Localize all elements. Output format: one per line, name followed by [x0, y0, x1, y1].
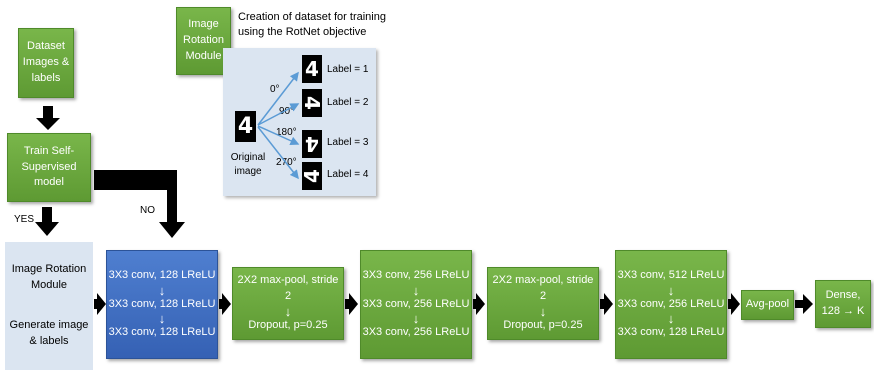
conv-block-1: 3X3 conv, 128 LReLU ↓ 3X3 conv, 128 LReL… — [106, 250, 218, 359]
rotation-label-4: Label = 4 — [327, 169, 369, 180]
arrow-block2-to-pool2 — [473, 293, 485, 315]
generate-text: Generate image & labels — [9, 319, 89, 347]
down-arrow-icon: ↓ — [539, 303, 547, 319]
down-arrow-icon: ↓ — [158, 311, 166, 327]
down-arrow-icon: ↓ — [667, 311, 675, 327]
pool-block-1-layer-1: 2X2 max-pool, stride 2 — [237, 274, 339, 303]
angle-90: 90° — [279, 106, 295, 117]
conv-block-2-layer-3: 3X3 conv, 256 LReLU — [362, 326, 470, 339]
conv-block-1-layer-2: 3X3 conv, 128 LReLU — [108, 297, 216, 310]
dataset-box: Dataset Images & labels — [18, 28, 74, 98]
down-arrow-icon: ↓ — [412, 282, 420, 298]
pool-block-2-layer-2: Dropout, p=0.25 — [503, 318, 583, 331]
rotated-digit-270: 4 — [300, 162, 324, 190]
conv-block-1-layer-3: 3X3 conv, 128 LReLU — [108, 326, 216, 339]
arrow-pool1-to-block2 — [345, 293, 358, 315]
rotation-module-title-box: Image Rotation Module — [176, 7, 231, 75]
rotated-digit-180: 4 — [302, 130, 322, 158]
down-arrow-icon: ↓ — [667, 282, 675, 298]
arrow-dataset-to-train — [36, 106, 60, 130]
conv-block-3-layer-1: 3X3 conv, 512 LReLU — [617, 268, 725, 281]
yes-label: YES — [14, 214, 35, 225]
rotation-module-box: Image Rotation Module Generate image & l… — [5, 242, 93, 370]
rotation-label-1: Label = 1 — [327, 64, 369, 75]
original-digit-image: 4 — [235, 111, 256, 142]
no-label: NO — [140, 205, 155, 216]
rotated-digit-90: 4 — [300, 89, 324, 117]
conv-block-2: 3X3 conv, 256 LReLU ↓ 3X3 conv, 256 LReL… — [360, 250, 472, 359]
arrow-block1-to-pool1 — [219, 293, 231, 315]
angle-0: 0° — [270, 84, 280, 95]
dense-box: Dense, 128 → K — [815, 280, 871, 328]
rotation-label-2: Label = 2 — [327, 97, 369, 108]
arrow-yes-down — [35, 207, 59, 236]
rotation-arrows — [257, 71, 300, 180]
conv-block-3: 3X3 conv, 512 LReLU ↓ 3X3 conv, 256 LReL… — [615, 250, 727, 359]
arrow-pool2-to-block3 — [600, 293, 613, 315]
arrow-no-elbow — [94, 170, 185, 238]
original-image-caption: Original image — [230, 152, 266, 177]
down-arrow-icon: ↓ — [284, 303, 292, 319]
pool-block-2: 2X2 max-pool, stride 2 ↓ Dropout, p=0.25 — [487, 267, 599, 340]
conv-block-2-layer-2: 3X3 conv, 256 LReLU — [362, 297, 470, 310]
pool-block-1-layer-2: Dropout, p=0.25 — [248, 318, 328, 331]
down-arrow-icon: ↓ — [158, 282, 166, 298]
conv-block-1-layer-1: 3X3 conv, 128 LReLU — [108, 268, 216, 281]
dense-text-line-1: Dense, — [825, 289, 861, 302]
conv-block-3-layer-2: 3X3 conv, 256 LReLU — [617, 297, 725, 310]
avg-pool-box: Avg-pool — [741, 290, 794, 320]
dataset-description: Creation of dataset for training using t… — [238, 11, 386, 38]
down-arrow-icon: ↓ — [412, 311, 420, 327]
rotation-module-text: Image Rotation Module — [11, 263, 87, 291]
arrow-avgpool-to-dense — [795, 294, 813, 314]
train-model-text: Train Self-Supervised model — [21, 144, 77, 189]
conv-block-3-layer-3: 3X3 conv, 128 LReLU — [617, 326, 725, 339]
rotation-label-3: Label = 3 — [327, 137, 369, 148]
pool-block-1: 2X2 max-pool, stride 2 ↓ Dropout, p=0.25 — [232, 267, 344, 340]
angle-180: 180° — [276, 127, 297, 138]
rotation-module-title: Image Rotation Module — [183, 18, 224, 62]
arrow-block3-to-avgpool — [728, 293, 740, 315]
dense-text-line-2: 128 → K — [821, 305, 865, 317]
avg-pool-text: Avg-pool — [745, 298, 790, 311]
conv-block-2-layer-1: 3X3 conv, 256 LReLU — [362, 268, 470, 281]
pool-block-2-layer-1: 2X2 max-pool, stride 2 — [492, 274, 594, 303]
rotated-digit-0: 4 — [302, 55, 322, 83]
train-model-box: Train Self-Supervised model — [7, 133, 91, 202]
arrow-module-to-block1 — [94, 293, 106, 315]
dataset-text: Dataset Images & labels — [22, 40, 70, 84]
